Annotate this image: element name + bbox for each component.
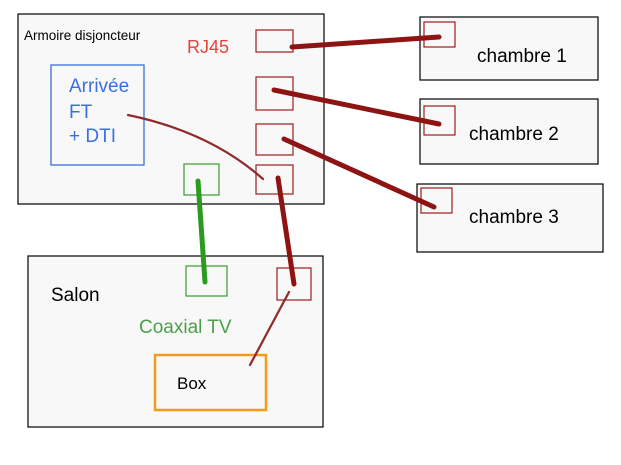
cable-salon-rj45-to-box: [248, 290, 291, 367]
cable-incoming-to-rj45-port: [126, 113, 265, 181]
cabinet-coax-port: [183, 163, 220, 196]
cable-cabinet-to-chambre-2: [271, 87, 442, 127]
room-chambre-3: [416, 183, 604, 253]
salon-coax-port: [185, 265, 228, 297]
internet-box: [153, 353, 268, 412]
cabinet-panel: [17, 13, 325, 205]
salon-panel: [27, 255, 324, 428]
incoming-line-3: + DTI: [69, 126, 116, 147]
cabinet-rj45-port-4: [255, 164, 294, 195]
cable-coax-cabinet-to-salon: [195, 178, 208, 285]
salon-title: Salon: [51, 285, 100, 306]
room-1-label: chambre 1: [477, 46, 567, 67]
rj45-label: RJ45: [187, 37, 229, 57]
cable-cabinet-to-chambre-1: [289, 34, 442, 50]
box-label: Box: [177, 374, 207, 393]
room-1-rj45-port: [423, 21, 456, 48]
room-2-label: chambre 2: [469, 124, 559, 145]
cable-cabinet-to-salon-rj45: [275, 175, 297, 287]
room-chambre-2: [419, 98, 599, 165]
incoming-line-1: Arrivée: [69, 76, 129, 97]
room-3-label: chambre 3: [469, 207, 559, 228]
incoming-line-box: [50, 64, 145, 166]
room-chambre-1: [419, 16, 599, 81]
coax-tv-label: Coaxial TV: [139, 317, 232, 338]
cabinet-rj45-port-3: [255, 123, 294, 156]
cabinet-rj45-port-1: [255, 29, 294, 53]
cabinet-title: Armoire disjoncteur: [24, 28, 141, 43]
incoming-line-2: FT: [69, 102, 93, 123]
cable-cabinet-to-chambre-3: [281, 136, 437, 210]
